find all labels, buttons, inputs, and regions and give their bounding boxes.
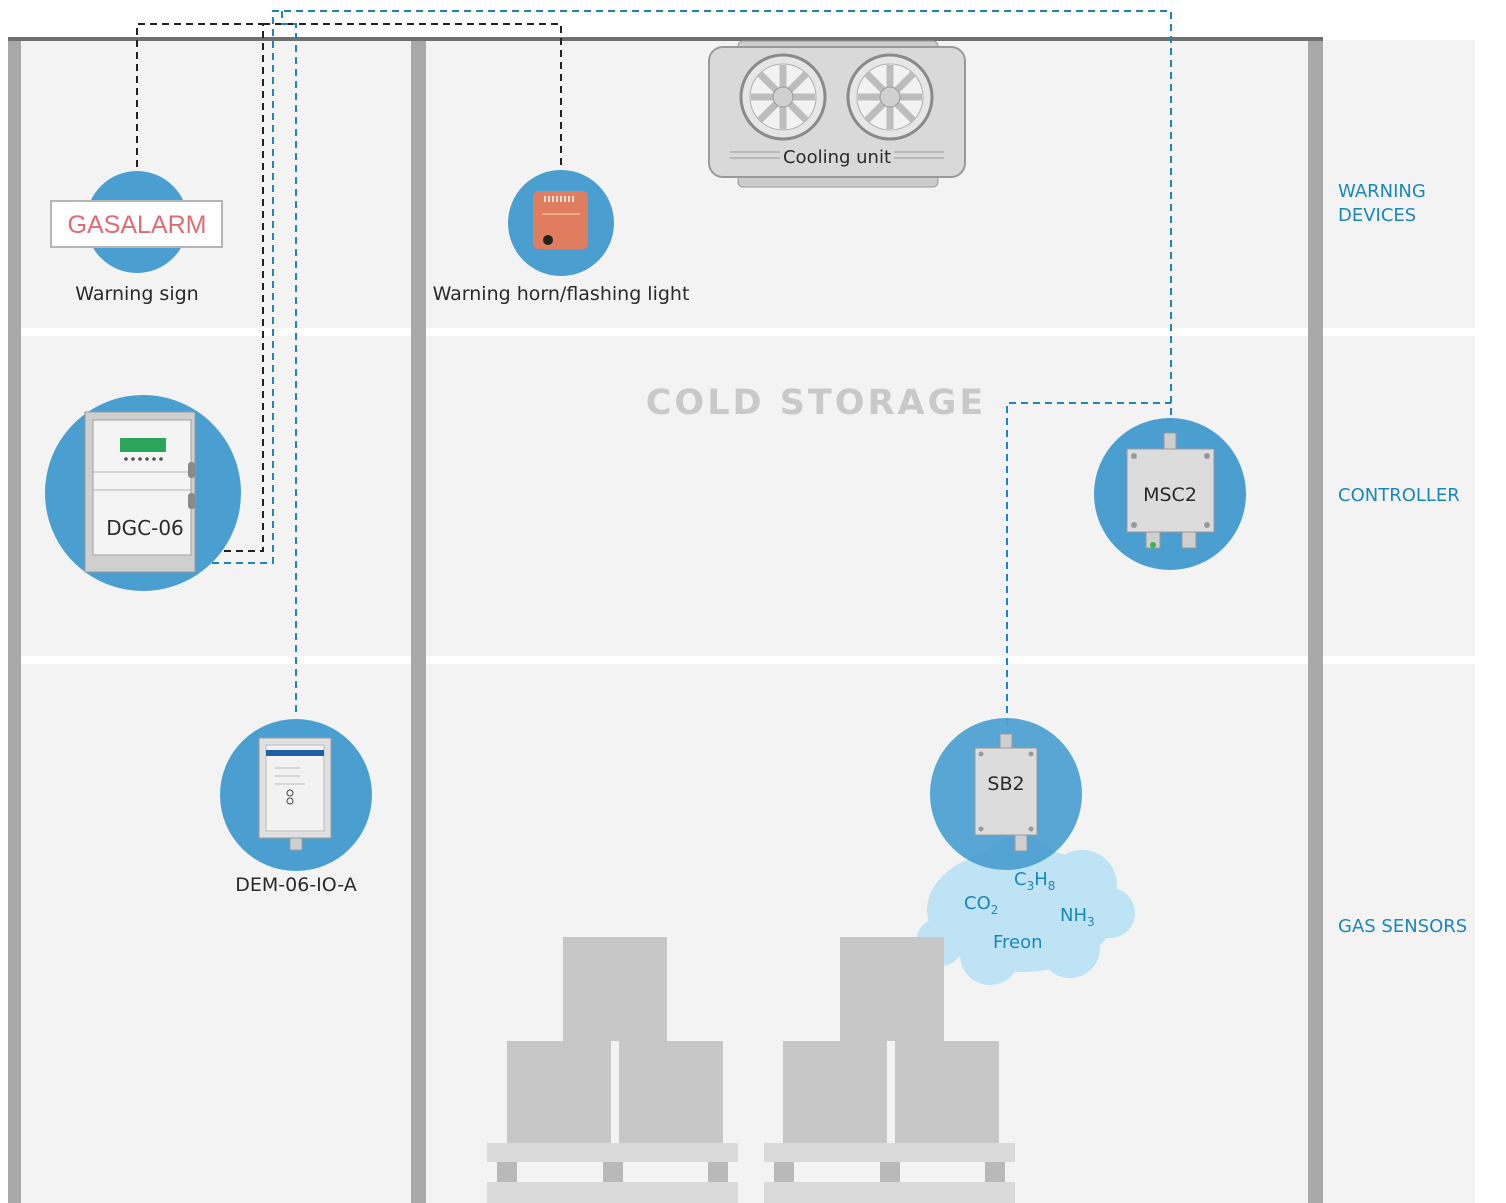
warning-horn [508, 170, 614, 276]
wire-horn [263, 23, 562, 172]
display-icon [120, 438, 166, 452]
building-background [8, 37, 1475, 1203]
cooling-unit-label: Cooling unit [783, 147, 891, 168]
warning-horn-caption: Warning horn/flashing light [433, 283, 690, 305]
dgc-06-label: DGC-06 [106, 516, 184, 540]
dgc-06-controller: DGC-06 [45, 395, 241, 591]
pallet-stack-left [487, 937, 738, 1203]
status-led-icon [1150, 542, 1156, 548]
fan-icon [846, 53, 934, 141]
gas-label-c3h8: C3H8 [1014, 869, 1055, 893]
pallet-stack-right [764, 937, 1015, 1203]
right-wall [1308, 41, 1323, 1203]
sb2-label: SB2 [987, 773, 1024, 795]
gas-label-co2: CO2 [964, 893, 998, 917]
zone-label-warning-devices: WARNING DEVICES [1338, 181, 1432, 226]
gas-label-freon: Freon [993, 932, 1043, 953]
gas-label-nh3: NH3 [1060, 905, 1095, 929]
wire-msc-bus [200, 10, 1172, 564]
dem-06-io-a-caption: DEM-06-IO-A [235, 874, 356, 896]
dem-06-io-a-sensor [220, 719, 372, 871]
warning-sign: GASALARM [50, 171, 223, 273]
cold-storage-title: COLD STORAGE [646, 383, 987, 423]
roof-line [8, 37, 1323, 41]
warning-sign-caption: Warning sign [75, 283, 198, 305]
divider-wall [411, 41, 426, 1203]
left-wall [8, 41, 21, 1203]
cooling-unit: Cooling unit [708, 40, 966, 188]
zone-label-controller: CONTROLLER [1338, 485, 1460, 506]
wire-dem [281, 11, 297, 714]
zone-label-gas-sensors: GAS SENSORS [1338, 916, 1467, 937]
sb2-sensor: SB2 [930, 718, 1082, 870]
horn-light-icon [543, 235, 553, 245]
msc2-label: MSC2 [1143, 484, 1197, 506]
wiring [136, 10, 1172, 725]
msc2-controller: MSC2 [1094, 418, 1246, 570]
horn-grille-icon [542, 196, 580, 215]
gasalarm-text: GASALARM [68, 211, 207, 239]
fan-icon [739, 53, 827, 141]
